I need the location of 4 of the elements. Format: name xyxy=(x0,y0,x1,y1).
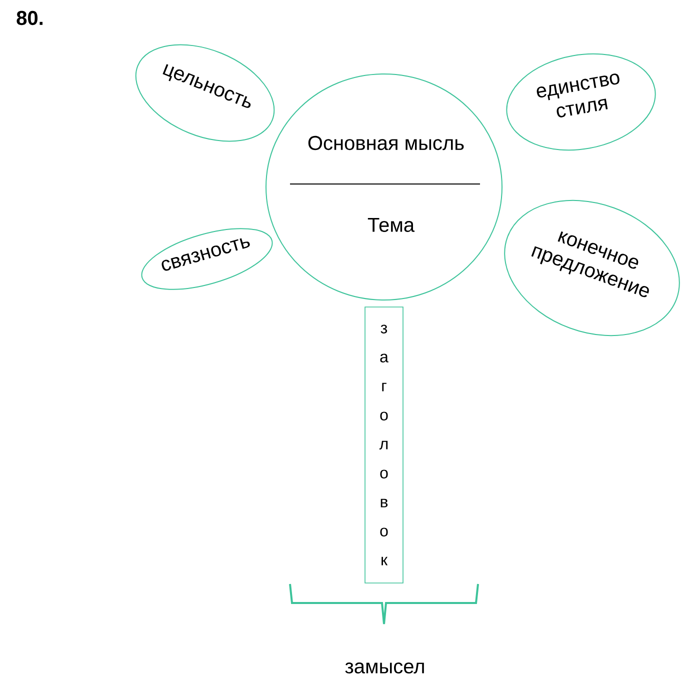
caption-text: замысел xyxy=(345,662,424,674)
circle-node: Основная мысль Тема xyxy=(266,74,502,300)
vertical-box: заголовок xyxy=(364,306,404,584)
task-number: 80. xyxy=(16,10,43,26)
